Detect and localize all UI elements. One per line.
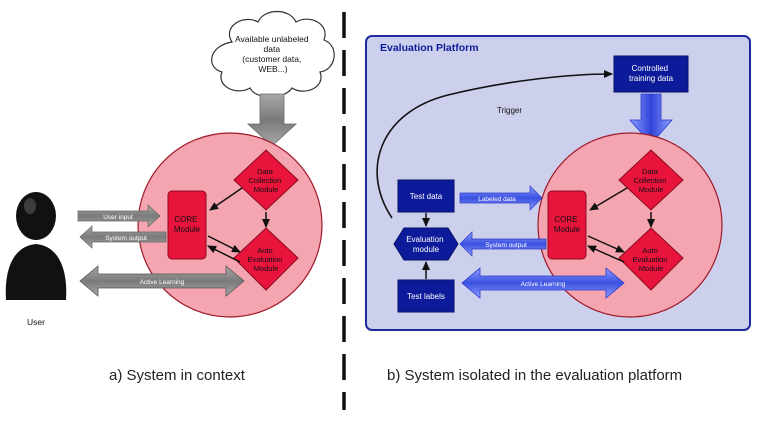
labeled-data-arrow [459, 185, 543, 211]
cloud-shape [211, 10, 335, 98]
evaluation-module-label: Evaluation module [406, 235, 446, 254]
platform-title: Evaluation Platform [380, 42, 479, 54]
arrow-ae-to-core-left [207, 245, 241, 263]
auto-evaluation-module-left [233, 227, 299, 291]
active-learning-arrow-right [461, 267, 625, 299]
active-learning-label-left: Active Learning [140, 279, 185, 286]
cloud-down-arrow [246, 93, 298, 147]
evaluation-module-hexagon [393, 227, 459, 261]
test-data-box [397, 179, 455, 213]
data-collection-label-left: Data Collection Module [248, 167, 283, 194]
core-module-left [167, 190, 207, 260]
user-input-label: User input [103, 214, 133, 221]
labeled-data-label: Labeled data [478, 196, 516, 203]
arrow-core-to-ae-left [207, 235, 241, 253]
system-output-label-left: System output [105, 235, 147, 242]
cloud-label: Available unlabeled data (customer data,… [235, 34, 311, 74]
arrow-dc-to-core-right [589, 187, 628, 211]
caption-left: a) System in context [109, 367, 245, 384]
trigger-label: Trigger [497, 106, 522, 115]
active-learning-arrow-left [79, 265, 245, 297]
user-icon [5, 192, 67, 300]
core-label-left: CORE Module [174, 215, 201, 234]
user-input-arrow [77, 204, 161, 228]
arrow-dc-to-core-left [209, 187, 243, 211]
data-collection-module-right [618, 149, 684, 211]
user-label: User [27, 317, 45, 327]
arrow-ae-to-core-right [587, 245, 625, 263]
system-output-arrow-right [459, 231, 547, 257]
test-labels-label: Test labels [407, 292, 445, 301]
auto-evaluation-label-left: Auto Evaluation Module [247, 246, 284, 273]
caption-right: b) System isolated in the evaluation pla… [387, 367, 683, 384]
system-output-label-right: System output [485, 242, 527, 249]
controlled-data-down-arrow [629, 93, 673, 145]
trigger-arrow [376, 70, 613, 219]
system-output-arrow-left [79, 225, 167, 249]
test-data-label: Test data [410, 192, 443, 201]
data-collection-module-left [233, 149, 299, 211]
active-learning-label-right: Active Learning [521, 281, 566, 288]
auto-evaluation-module-right [618, 227, 684, 291]
controlled-training-data-box [613, 55, 689, 93]
arrow-core-to-ae-right [587, 235, 625, 253]
core-label-right: CORE Module [554, 215, 581, 234]
test-labels-box [397, 279, 455, 313]
core-module-right [547, 190, 587, 260]
data-collection-label-right: Data Collection Module [633, 167, 668, 194]
controlled-training-data-label: Controlled training data [629, 64, 674, 83]
auto-evaluation-label-right: Auto Evaluation Module [632, 246, 669, 273]
